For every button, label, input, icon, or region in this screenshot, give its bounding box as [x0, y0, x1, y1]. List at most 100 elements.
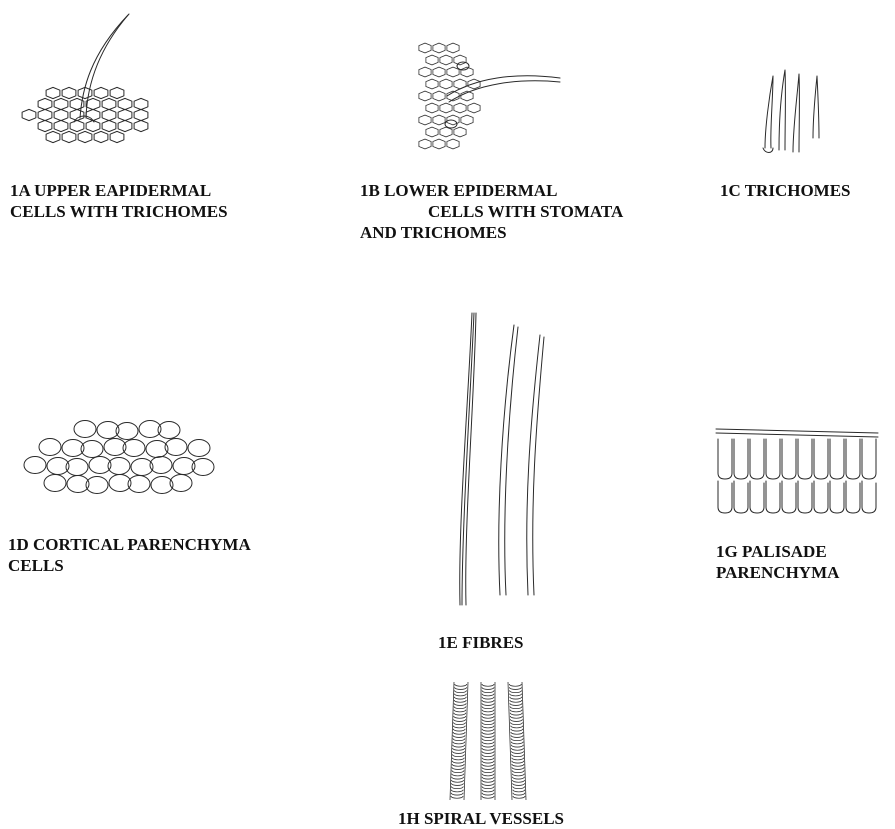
- caption-1d-line-2: CELLS: [8, 555, 251, 576]
- caption-1c: 1C TRICHOMES: [720, 180, 851, 201]
- epidermal-cell: [134, 120, 148, 131]
- epidermal-cell: [426, 55, 438, 65]
- palisade-cell: [798, 481, 812, 513]
- caption-1g: 1G PALISADE PARENCHYMA: [716, 541, 839, 583]
- palisade-cell: [734, 481, 748, 513]
- caption-1b-line-2: CELLS WITH STOMATA: [360, 201, 623, 222]
- palisade-cell: [798, 439, 812, 479]
- palisade-cell: [846, 481, 860, 513]
- palisade-cell: [734, 439, 748, 479]
- epidermal-cell: [54, 109, 68, 120]
- epidermal-cell: [419, 115, 431, 125]
- epidermal-cell: [46, 131, 60, 142]
- caption-1b-line-3: AND TRICHOMES: [360, 222, 623, 243]
- caption-1b-line-1: 1B LOWER EPIDERMAL: [360, 180, 623, 201]
- epidermal-cell: [110, 131, 124, 142]
- epidermal-cell: [426, 103, 438, 113]
- epidermal-cell: [468, 79, 480, 89]
- parenchyma-cell: [131, 459, 153, 476]
- epidermal-cell: [419, 43, 431, 53]
- caption-1e-line-1: 1E FIBRES: [438, 632, 524, 653]
- epidermal-cell: [118, 109, 132, 120]
- epidermal-cell: [440, 127, 452, 137]
- epidermal-cell: [440, 55, 452, 65]
- epidermal-cell: [134, 109, 148, 120]
- palisade-cell: [782, 439, 796, 479]
- parenchyma-cell: [74, 421, 96, 438]
- caption-1h-line-1: 1H SPIRAL VESSELS: [398, 808, 564, 829]
- parenchyma-cell: [24, 457, 46, 474]
- palisade-cell: [766, 439, 780, 479]
- epidermal-cell: [94, 87, 108, 98]
- parenchyma-cell: [146, 441, 168, 458]
- caption-1d: 1D CORTICAL PARENCHYMA CELLS: [8, 534, 251, 576]
- palisade-cell: [766, 481, 780, 513]
- epidermal-cell: [419, 139, 431, 149]
- epidermal-cell: [70, 120, 84, 131]
- epidermal-cell: [110, 87, 124, 98]
- epidermal-cell: [38, 120, 52, 131]
- spiral-vessel: [482, 684, 494, 798]
- palisade-cell: [862, 481, 876, 513]
- caption-1e: 1E FIBRES: [438, 632, 524, 653]
- epidermal-cell: [433, 67, 445, 77]
- epidermal-cell: [433, 139, 445, 149]
- epidermal-cell: [118, 120, 132, 131]
- epidermal-cell: [54, 98, 68, 109]
- epidermal-cell: [447, 43, 459, 53]
- epidermal-cell: [46, 87, 60, 98]
- epidermal-cell: [419, 91, 431, 101]
- palisade-cell: [718, 481, 732, 513]
- epidermal-cell: [38, 98, 52, 109]
- drawing-1d-cortical-parenchyma: [25, 418, 225, 508]
- epidermal-cell: [468, 103, 480, 113]
- epidermal-cell: [447, 67, 459, 77]
- epidermal-cell: [419, 67, 431, 77]
- epidermal-cell: [447, 139, 459, 149]
- epidermal-cell: [62, 131, 76, 142]
- epidermal-cell: [461, 115, 473, 125]
- caption-1d-line-1: 1D CORTICAL PARENCHYMA: [8, 534, 251, 555]
- epidermal-cell: [38, 109, 52, 120]
- drawing-1b-lower-epidermis: [405, 38, 565, 163]
- epidermal-cell: [70, 109, 84, 120]
- epidermal-cell: [78, 131, 92, 142]
- palisade-cell: [846, 439, 860, 479]
- caption-1h: 1H SPIRAL VESSELS: [398, 808, 564, 829]
- epidermal-cell: [102, 120, 116, 131]
- caption-1g-line-2: PARENCHYMA: [716, 562, 839, 583]
- epidermal-cell: [134, 98, 148, 109]
- caption-1c-line-1: 1C TRICHOMES: [720, 180, 851, 201]
- parenchyma-cell: [151, 477, 173, 494]
- epidermal-cell: [433, 91, 445, 101]
- drawing-1c-trichomes: [755, 68, 835, 158]
- parenchyma-cell: [39, 439, 61, 456]
- palisade-cell: [814, 439, 828, 479]
- palisade-cell: [782, 481, 796, 513]
- epidermal-cell: [440, 103, 452, 113]
- palisade-cell: [718, 439, 732, 479]
- parenchyma-cell: [170, 475, 192, 492]
- epidermal-cell: [454, 103, 466, 113]
- epidermal-cell: [102, 109, 116, 120]
- parenchyma-cell: [150, 457, 172, 474]
- caption-1a-line-2: CELLS WITH TRICHOMES: [10, 201, 228, 222]
- epidermal-cell: [433, 115, 445, 125]
- caption-1a-line-1: 1A UPPER EAPIDERMAL: [10, 180, 228, 201]
- drawing-1g-palisade-parenchyma: [712, 425, 882, 520]
- parenchyma-cell: [188, 440, 210, 457]
- epidermal-cell: [433, 43, 445, 53]
- epidermal-cell: [440, 79, 452, 89]
- caption-1g-line-1: 1G PALISADE: [716, 541, 839, 562]
- epidermal-cell: [118, 98, 132, 109]
- parenchyma-cell: [165, 439, 187, 456]
- palisade-cell: [830, 481, 844, 513]
- epidermal-cell: [454, 55, 466, 65]
- drawing-1a-upper-epidermis: [10, 10, 160, 165]
- caption-1a: 1A UPPER EAPIDERMAL CELLS WITH TRICHOMES: [10, 180, 228, 222]
- epidermal-cell: [94, 131, 108, 142]
- palisade-cell: [862, 439, 876, 479]
- drawing-1e-fibres: [440, 305, 560, 625]
- epidermal-cell: [426, 127, 438, 137]
